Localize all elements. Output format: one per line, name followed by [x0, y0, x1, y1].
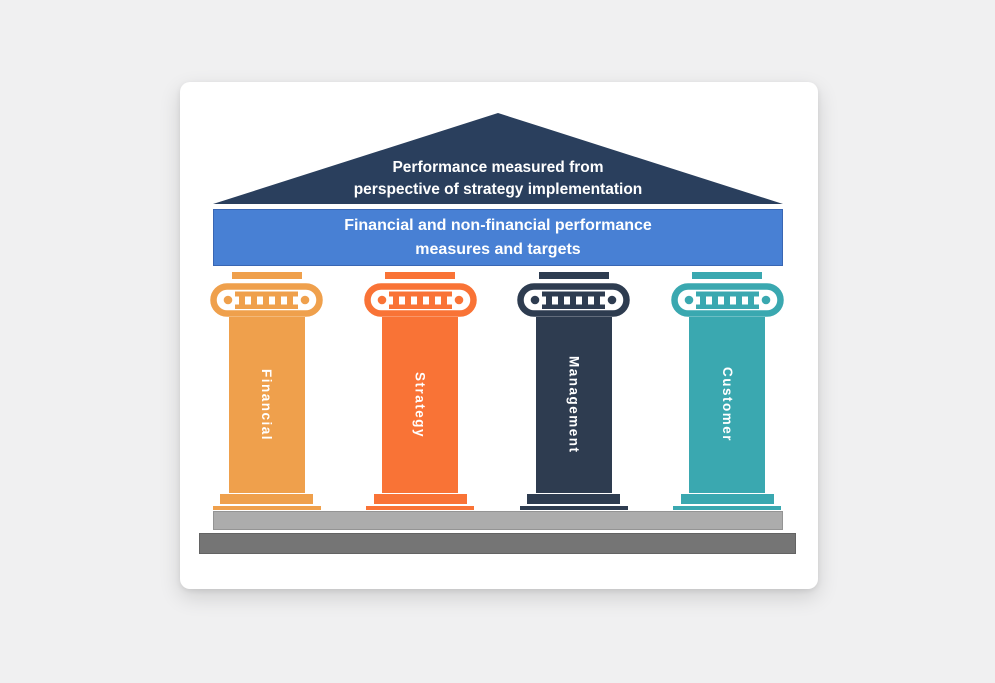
ionic-capital-icon	[671, 283, 784, 317]
pillar-abacus	[385, 272, 456, 279]
pillar-base-lower	[519, 506, 628, 510]
entablature-band: Financial and non-financial performance …	[213, 209, 783, 266]
pillar-shaft: Customer	[689, 317, 766, 493]
pillar: Customer	[671, 272, 784, 510]
pillar-label: Strategy	[412, 371, 428, 439]
ionic-capital-icon	[517, 283, 631, 317]
pillar-shaft: Management	[535, 317, 612, 493]
pillar-abacus	[231, 272, 302, 279]
pillar-shaft: Financial	[228, 317, 305, 493]
pillar-label: Financial	[259, 368, 274, 441]
pillar: Financial	[210, 272, 323, 510]
ionic-capital-icon	[363, 283, 477, 317]
pillars-row: Financial Strategy	[210, 272, 784, 510]
pillar-abacus	[538, 272, 609, 279]
band-text-line2: measures and targets	[415, 240, 581, 258]
roof-pediment: Performance measured from perspective of…	[213, 113, 783, 204]
pillar-base-lower	[673, 506, 782, 510]
roof-text-line1: Performance measured from	[392, 159, 604, 176]
pillar-base-lower	[366, 506, 475, 510]
ionic-capital-icon	[210, 283, 323, 317]
pillar-base-upper	[527, 494, 621, 504]
pillar-label: Customer	[719, 367, 735, 443]
pillar-abacus	[692, 272, 763, 279]
pillar-base-upper	[220, 494, 313, 504]
pillar: Management	[517, 272, 631, 510]
pillar-base-upper	[373, 494, 467, 504]
pillar-shaft: Strategy	[382, 317, 459, 493]
roof-text-line2: perspective of strategy implementation	[353, 181, 643, 198]
diagram-card: Performance measured from perspective of…	[180, 82, 818, 589]
pillar-base-upper	[680, 494, 774, 504]
band-text-line1: Financial and non-financial performance	[344, 216, 652, 234]
platform-upper	[213, 511, 783, 530]
pillar-base-lower	[212, 506, 321, 510]
pillar: Strategy	[363, 272, 477, 510]
pillar-label: Management	[566, 356, 582, 454]
platform-lower	[199, 533, 796, 554]
